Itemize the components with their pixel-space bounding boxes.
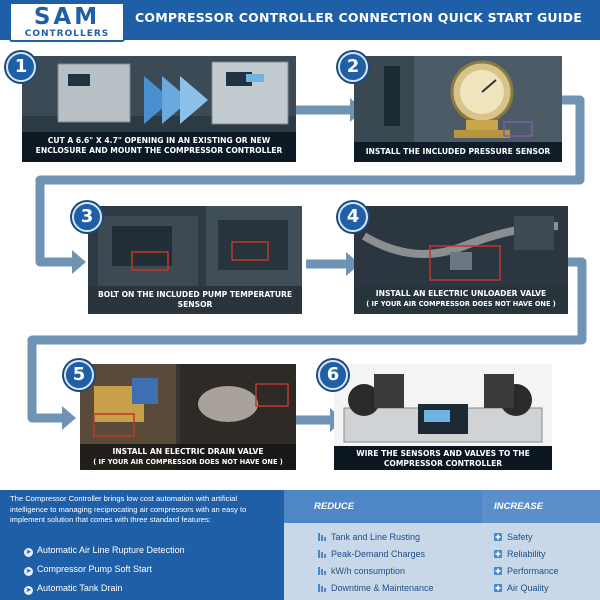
reduce-item: Downtime & Maintenance (318, 583, 434, 593)
feature-label: Compressor Pump Soft Start (37, 564, 153, 574)
step-4-caption-text: INSTALL AN ELECTRIC UNLOADER VALVE (375, 289, 547, 298)
step-1-caption: CUT A 6.6" X 4.7" OPENING IN AN EXISTING… (22, 132, 296, 162)
step-2-caption-text: INSTALL THE INCLUDED PRESSURE SENSOR (365, 147, 551, 156)
sam-controllers-logo: SAM CONTROLLERS (9, 2, 125, 42)
step-6-caption: WIRE THE SENSORS AND VALVES TO THE COMPR… (334, 446, 552, 470)
page-title: COMPRESSOR CONTROLLER CONNECTION QUICK S… (135, 10, 582, 25)
step-6-panel: WIRE THE SENSORS AND VALVES TO THE COMPR… (334, 364, 552, 470)
increase-item: Reliability (494, 549, 546, 559)
logo-sub-text: CONTROLLERS (24, 29, 110, 39)
increase-heading: INCREASE (482, 490, 600, 523)
reduce-heading: REDUCE (284, 490, 482, 523)
intro-text: The Compressor Controller brings low cos… (10, 494, 247, 524)
reduce-item-label: Peak-Demand Charges (331, 549, 426, 559)
increase-item: Performance (494, 566, 559, 576)
reduce-item-label: kW/h consumption (331, 566, 406, 576)
plus-square-icon (494, 584, 502, 592)
reduce-item: Tank and Line Rusting (318, 532, 420, 542)
down-bars-icon (318, 550, 326, 558)
step-5-caption-sub: ( IF YOUR AIR COMPRESSOR DOES NOT HAVE O… (93, 458, 283, 466)
reduce-item: Peak-Demand Charges (318, 549, 425, 559)
feature-label: Automatic Air Line Rupture Detection (37, 545, 185, 555)
feature-label: Automatic Tank Drain (37, 583, 123, 593)
plus-square-icon (494, 567, 502, 575)
increase-column: INCREASE Safety Reliability Performance … (482, 490, 600, 600)
down-bars-icon (318, 584, 326, 592)
increase-item: Air Quality (494, 583, 549, 593)
plus-square-icon (494, 533, 502, 541)
step-6-badge: 6 (318, 360, 348, 390)
reduce-item: kW/h consumption (318, 566, 405, 576)
logo-main-text: SAM (33, 4, 101, 30)
arrow-circle-icon: ➤ (24, 586, 33, 595)
plus-square-icon (494, 550, 502, 558)
reduce-item-label: Tank and Line Rusting (331, 532, 421, 542)
step-5-caption-text: INSTALL AN ELECTRIC DRAIN VALVE (112, 447, 264, 456)
step-1-caption-text: CUT A 6.6" X 4.7" OPENING IN AN EXISTING… (35, 136, 283, 155)
reduce-item-label: Downtime & Maintenance (331, 583, 434, 593)
step-2-panel: INSTALL THE INCLUDED PRESSURE SENSOR (354, 56, 562, 162)
step-3-caption: BOLT ON THE INCLUDED PUMP TEMPERATURE SE… (88, 286, 302, 314)
step-4-caption-sub: ( IF YOUR AIR COMPRESSOR DOES NOT HAVE O… (366, 300, 556, 308)
step-5-badge: 5 (64, 360, 94, 390)
increase-item-label: Reliability (507, 549, 546, 559)
step-3-panel: BOLT ON THE INCLUDED PUMP TEMPERATURE SE… (88, 206, 302, 314)
increase-item-label: Performance (507, 566, 559, 576)
feature-item: ➤ Automatic Air Line Rupture Detection (24, 545, 185, 557)
increase-item: Safety (494, 532, 533, 542)
increase-item-label: Safety (507, 532, 533, 542)
arrow-circle-icon: ➤ (24, 567, 33, 576)
step-6-caption-text: WIRE THE SENSORS AND VALVES TO THE COMPR… (356, 449, 530, 468)
step-4-caption: INSTALL AN ELECTRIC UNLOADER VALVE ( IF … (354, 286, 568, 314)
down-bars-icon (318, 533, 326, 541)
down-bars-icon (318, 567, 326, 575)
reduce-column: REDUCE Tank and Line Rusting Peak-Demand… (284, 490, 482, 600)
increase-item-label: Air Quality (507, 583, 549, 593)
step-3-caption-text: BOLT ON THE INCLUDED PUMP TEMPERATURE SE… (97, 290, 293, 309)
step-1-panel: CUT A 6.6" X 4.7" OPENING IN AN EXISTING… (22, 56, 296, 162)
step-1-badge: 1 (6, 52, 36, 82)
step-2-badge: 2 (338, 52, 368, 82)
step-3-badge: 3 (72, 202, 102, 232)
step-4-panel: INSTALL AN ELECTRIC UNLOADER VALVE ( IF … (354, 206, 568, 314)
step-4-badge: 4 (338, 202, 368, 232)
step-2-caption: INSTALL THE INCLUDED PRESSURE SENSOR (354, 142, 562, 162)
feature-item: ➤ Compressor Pump Soft Start (24, 564, 152, 576)
feature-item: ➤ Automatic Tank Drain (24, 583, 122, 595)
step-5-caption: INSTALL AN ELECTRIC DRAIN VALVE ( IF YOU… (80, 444, 296, 470)
step-5-panel: INSTALL AN ELECTRIC DRAIN VALVE ( IF YOU… (80, 364, 296, 470)
arrow-circle-icon: ➤ (24, 548, 33, 557)
header-bar: SAM CONTROLLERS COMPRESSOR CONTROLLER CO… (0, 0, 600, 42)
